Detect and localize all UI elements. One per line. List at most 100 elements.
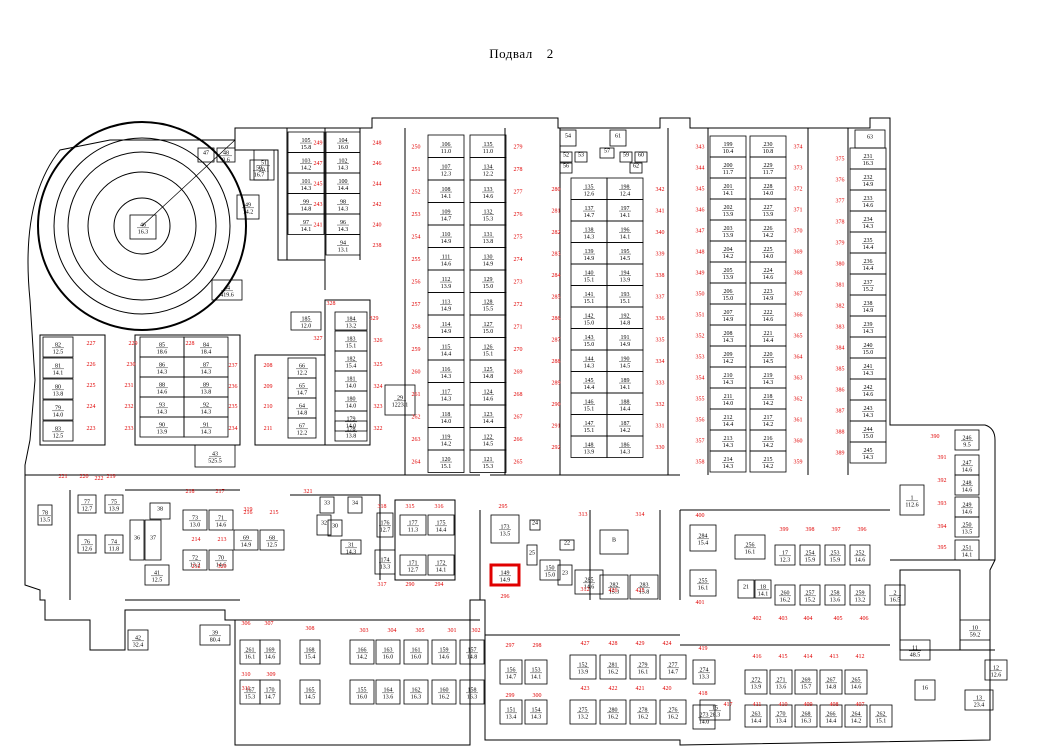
unit-60[interactable]: 60 <box>634 151 648 163</box>
unit-25[interactable]: 25 <box>526 544 538 566</box>
unit-B[interactable]: B <box>599 529 629 555</box>
unit-54[interactable]: 54 <box>559 129 577 147</box>
unit-52[interactable]: 52 <box>559 151 573 163</box>
unit-56[interactable]: 56 <box>559 162 573 174</box>
unit-61[interactable]: 61 <box>609 129 627 147</box>
